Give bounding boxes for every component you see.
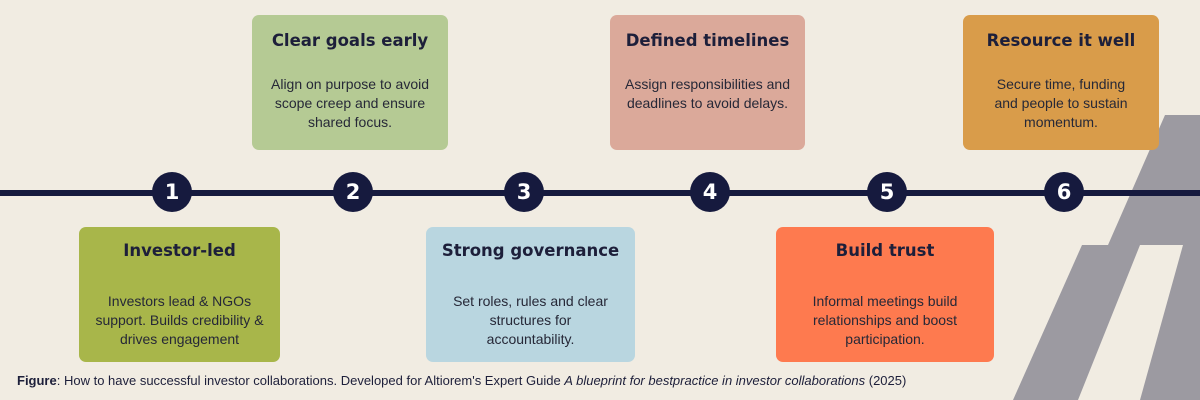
- figure-caption: Figure: How to have successful investor …: [17, 373, 906, 388]
- step-marker-1: 1: [152, 172, 192, 212]
- step-card-resource-it-well: Resource it well Secure time, funding an…: [963, 15, 1159, 150]
- stripe-middle: [1013, 245, 1140, 400]
- step-card-build-trust: Build trust Informal meetings build rela…: [776, 227, 994, 362]
- step-marker-6: 6: [1044, 172, 1084, 212]
- stripe-upper: [1108, 115, 1200, 245]
- step-marker-5: 5: [867, 172, 907, 212]
- step-description: Assign responsibilities and deadlines to…: [625, 76, 790, 111]
- step-description: Align on purpose to avoid scope creep an…: [271, 76, 429, 130]
- step-title: Clear goals early: [271, 31, 429, 50]
- caption-year: (2025): [865, 373, 907, 388]
- step-card-strong-governance: Strong governance Set roles, rules and c…: [426, 227, 635, 362]
- step-marker-3: 3: [504, 172, 544, 212]
- step-title: Strong governance: [441, 241, 620, 260]
- step-marker-2: 2: [333, 172, 373, 212]
- caption-text: : How to have successful investor collab…: [56, 373, 565, 388]
- step-description: Secure time, funding and people to susta…: [994, 76, 1128, 130]
- step-title: Build trust: [835, 241, 935, 260]
- step-title: Resource it well: [986, 31, 1136, 50]
- step-card-investor-led: Investor-led Investors lead & NGOs suppo…: [79, 227, 280, 362]
- step-marker-4: 4: [690, 172, 730, 212]
- step-card-clear-goals: Clear goals early Align on purpose to av…: [252, 15, 448, 150]
- step-card-defined-timelines: Defined timelines Assign responsibilitie…: [610, 15, 805, 150]
- timeline-line: [0, 190, 1200, 196]
- caption-guide-title: A blueprint for bestpractice in investor…: [564, 373, 866, 388]
- stripe-lower: [1140, 245, 1200, 400]
- step-title: Defined timelines: [625, 31, 790, 50]
- step-description: Investors lead & NGOs support. Builds cr…: [95, 293, 264, 347]
- caption-label: Figure: [17, 373, 57, 388]
- step-description: Set roles, rules and clear structures fo…: [453, 293, 608, 347]
- step-description: Informal meetings build relationships an…: [812, 293, 958, 347]
- step-title: Investor-led: [123, 241, 236, 260]
